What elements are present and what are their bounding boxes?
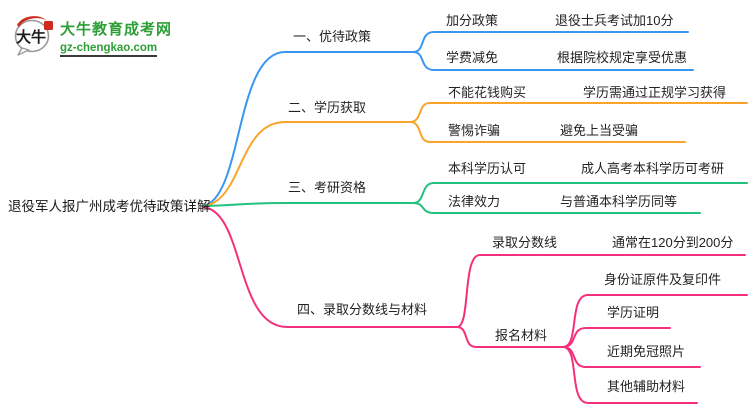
branch-4-wires	[202, 206, 748, 404]
svg-text:大牛: 大牛	[16, 28, 46, 46]
material-item-1: 身份证原件及复印件	[604, 272, 722, 287]
branch-2-label: 二、学历获取	[288, 100, 367, 115]
logo-text: 大牛教育成考网 gz-chengkao.com	[60, 8, 172, 57]
branch-4-label: 四、录取分数线与材料	[297, 302, 428, 317]
material-item-4: 其他辅助材料	[607, 379, 686, 394]
branch-2-child-1-label: 不能花钱购买	[448, 85, 527, 100]
branch-4-child-2-label: 报名材料	[495, 328, 548, 343]
material-item-3: 近期免冠照片	[607, 344, 686, 359]
branch-2-child-2-label: 警惕诈骗	[448, 123, 501, 138]
branch-1-child-2-detail: 根据院校规定享受优惠	[557, 50, 688, 65]
branch-4-child-1-detail: 通常在120分到200分	[612, 235, 734, 250]
site-logo[interactable]: 大牛 大牛教育成考网 gz-chengkao.com	[10, 8, 172, 57]
site-domain: gz-chengkao.com	[60, 42, 158, 57]
site-title: 大牛教育成考网	[60, 21, 173, 38]
branch-2-wires	[202, 102, 748, 207]
branch-3-child-1-detail: 成人高考本科学历可考研	[581, 161, 725, 176]
branch-2-child-2-detail: 避免上当受骗	[560, 123, 639, 138]
branch-1-wires	[202, 31, 694, 207]
branch-1-child-1-detail: 退役士兵考试加10分	[555, 13, 674, 28]
branch-1-child-2-label: 学费减免	[446, 50, 499, 65]
branch-4-child-1-label: 录取分数线	[492, 235, 558, 250]
branch-1-label: 一、优待政策	[293, 29, 372, 44]
branch-2-child-1-detail: 学历需通过正规学习获得	[583, 85, 727, 100]
branch-3-label: 三、考研资格	[288, 180, 367, 195]
branch-3-child-2-detail: 与普通本科学历同等	[560, 194, 678, 209]
branch-3-child-1-label: 本科学历认可	[448, 161, 527, 176]
branch-1-child-1-label: 加分政策	[446, 13, 499, 28]
branch-3-wires	[202, 182, 748, 214]
bull-speech-bubble-icon: 大牛	[10, 8, 56, 56]
root-topic: 退役军人报广州成考优待政策详解	[8, 199, 211, 214]
material-item-2: 学历证明	[607, 305, 660, 320]
branch-3-child-2-label: 法律效力	[448, 194, 501, 209]
